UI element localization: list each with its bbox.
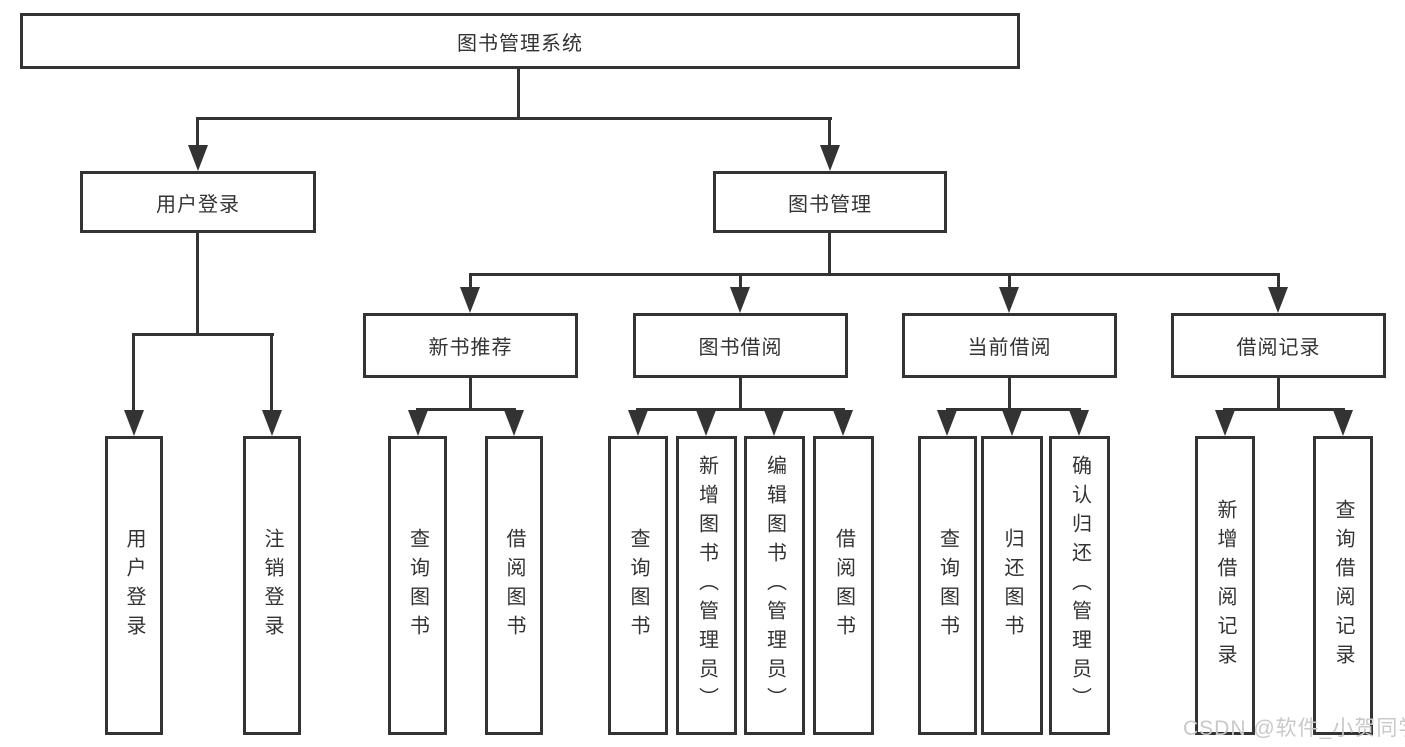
connector-recommend-stem	[469, 378, 472, 411]
arrowhead	[628, 410, 648, 436]
leaf-logout: 注销登录	[243, 436, 301, 735]
arrowhead	[764, 410, 784, 436]
leaf-return-books: 归还图书	[981, 436, 1043, 735]
node-label: 图书管理	[788, 193, 872, 216]
arrowhead	[1069, 410, 1089, 436]
connector-user-login-stem	[196, 233, 199, 336]
connector-current-rail	[946, 408, 1081, 411]
node-current-borrowing: 当前借阅	[902, 313, 1117, 378]
leaf-query-books-current: 查询图书	[918, 436, 977, 735]
leaf-borrow-books-borrowing: 借阅图书	[813, 436, 874, 735]
leaf-label: 注销登录	[261, 527, 283, 644]
arrowhead	[1268, 287, 1288, 313]
arrowhead	[820, 145, 840, 171]
connector-book-mgmt-rail	[469, 273, 1280, 276]
node-library-management-system: 图书管理系统	[20, 13, 1020, 69]
node-book-management: 图书管理	[713, 171, 947, 233]
connector-book-mgmt-stem	[828, 233, 831, 276]
arrowhead	[730, 287, 750, 313]
connector-book-mgmt-drop-2	[739, 276, 742, 289]
leaf-label: 新增借阅记录	[1214, 498, 1236, 673]
connector-recommend-rail	[416, 408, 516, 411]
leaf-label: 查询借阅记录	[1332, 498, 1354, 673]
leaf-user-login: 用户登录	[105, 436, 163, 735]
node-label: 新书推荐	[428, 337, 513, 359]
node-label: 当前借阅	[967, 337, 1052, 359]
leaf-add-borrow-record: 新增借阅记录	[1195, 436, 1255, 735]
connector-user-login-drop-left	[132, 336, 135, 410]
connector-user-login-drop-right	[270, 336, 273, 410]
arrowhead	[188, 145, 208, 171]
arrowhead	[504, 410, 524, 436]
leaf-query-books-recommend: 查询图书	[388, 436, 447, 735]
leaf-label: 查询图书	[936, 527, 959, 644]
connector-root-rail	[196, 117, 832, 120]
connector-book-mgmt-drop-1	[469, 276, 472, 289]
leaf-label: 用户登录	[123, 527, 145, 644]
arrowhead	[833, 410, 853, 436]
leaf-confirm-return-admin: 确认归还（管理员）	[1049, 436, 1110, 735]
arrowhead	[262, 410, 282, 436]
arrowhead	[124, 410, 144, 436]
leaf-label: 确认归还（管理员）	[1068, 455, 1091, 716]
connector-borrowing-stem	[739, 378, 742, 411]
connector-current-stem	[1008, 378, 1011, 411]
leaf-query-borrow-record: 查询借阅记录	[1313, 436, 1373, 735]
arrowhead	[408, 410, 428, 436]
leaf-label: 查询图书	[406, 527, 429, 644]
node-label: 图书管理系统	[457, 32, 583, 55]
arrowhead	[1333, 410, 1353, 436]
connector-user-login-rail	[132, 333, 274, 336]
leaf-label: 借阅图书	[832, 527, 855, 644]
node-borrowing-records: 借阅记录	[1171, 313, 1386, 378]
arrowhead	[999, 287, 1019, 313]
connector-records-stem	[1277, 378, 1280, 411]
node-user-login: 用户登录	[80, 171, 316, 233]
arrowhead	[1002, 410, 1022, 436]
leaf-label: 查询图书	[627, 527, 649, 644]
arrowhead	[696, 410, 716, 436]
leaf-add-books-admin: 新增图书（管理员）	[676, 436, 737, 735]
node-label: 图书借阅	[698, 337, 783, 359]
connector-book-mgmt-drop-3	[1008, 276, 1011, 289]
node-label: 用户登录	[156, 193, 240, 216]
leaf-label: 借阅图书	[503, 527, 525, 644]
leaf-edit-books-admin: 编辑图书（管理员）	[744, 436, 805, 735]
node-book-borrowing: 图书借阅	[633, 313, 848, 378]
arrowhead	[460, 287, 480, 313]
leaf-borrow-books-recommend: 借阅图书	[485, 436, 543, 735]
leaf-label: 新增图书（管理员）	[695, 455, 718, 716]
connector-book-mgmt-drop-4	[1277, 276, 1280, 289]
connector-root-drop-right	[828, 120, 831, 147]
connector-borrowing-rail	[636, 408, 845, 411]
connector-root-drop-left	[196, 120, 199, 147]
arrowhead	[937, 410, 957, 436]
arrowhead	[1215, 410, 1235, 436]
connector-root-stem	[517, 68, 520, 120]
connector-records-rail	[1223, 408, 1345, 411]
node-label: 借阅记录	[1236, 337, 1321, 359]
leaf-label: 编辑图书（管理员）	[763, 455, 786, 716]
leaf-query-books-borrowing: 查询图书	[608, 436, 668, 735]
leaf-label: 归还图书	[1001, 527, 1023, 644]
node-new-book-recommendation: 新书推荐	[363, 313, 578, 378]
watermark: CSDN @软件_小贺同学	[1183, 717, 1405, 740]
